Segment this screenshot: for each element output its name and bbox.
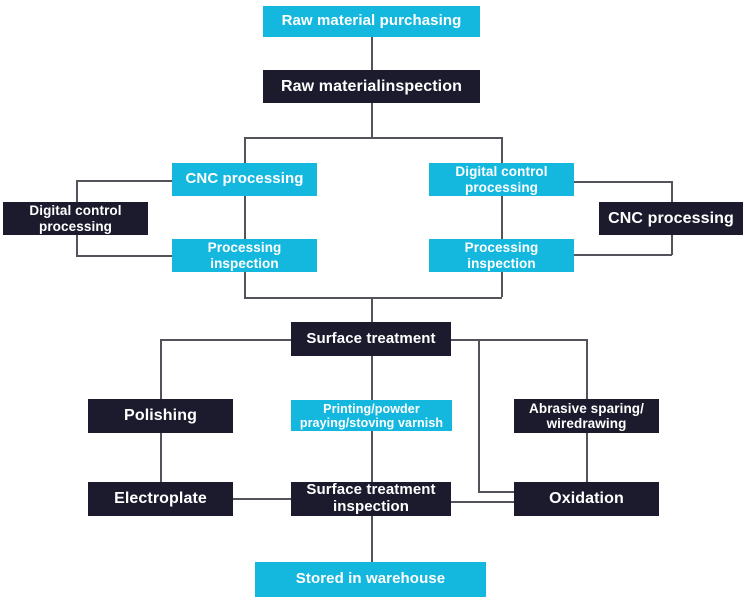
connector-line	[244, 137, 502, 139]
node-cnc-processing-right: CNC processing	[599, 202, 743, 235]
connector-line	[244, 272, 246, 297]
connector-line	[586, 433, 588, 482]
connector-line	[501, 196, 503, 239]
connector-line	[371, 431, 373, 482]
connector-line	[574, 254, 672, 256]
connector-line	[371, 356, 373, 400]
connector-line	[478, 491, 514, 493]
connector-line	[501, 137, 503, 163]
connector-line	[76, 180, 172, 182]
node-raw-material-purchasing: Raw material purchasing	[263, 6, 480, 37]
node-electroplate: Electroplate	[88, 482, 233, 516]
node-digital-control-processing-right: Digital control processing	[429, 163, 574, 196]
connector-line	[574, 181, 672, 183]
connector-line	[451, 339, 587, 341]
node-raw-material-inspection: Raw materialinspection	[263, 70, 480, 103]
node-surface-treatment: Surface treatment	[291, 322, 451, 356]
node-surface-treatment-inspection: Surface treatment inspection	[291, 481, 451, 516]
connector-line	[371, 103, 373, 137]
node-abrasive-sparing-wiredrawing: Abrasive sparing/ wiredrawing	[514, 399, 659, 433]
connector-line	[244, 297, 502, 299]
node-cnc-processing-left: CNC processing	[172, 163, 317, 196]
connector-line	[371, 297, 373, 322]
connector-line	[371, 37, 373, 70]
node-printing-powder-spraying-stoving-varnish: Printing/powder praying/stoving varnish	[291, 400, 452, 431]
node-digital-control-processing-left: Digital control processing	[3, 202, 148, 235]
connector-line	[586, 339, 588, 399]
connector-line	[478, 339, 480, 492]
connector-line	[371, 516, 373, 562]
connector-line	[244, 196, 246, 239]
connector-line	[233, 498, 291, 500]
connector-line	[76, 255, 172, 257]
node-processing-inspection-left: Processing inspection	[172, 239, 317, 272]
connector-line	[160, 339, 291, 341]
connector-line	[451, 501, 514, 503]
connector-line	[501, 272, 503, 297]
connector-line	[160, 339, 162, 399]
node-processing-inspection-right: Processing inspection	[429, 239, 574, 272]
node-polishing: Polishing	[88, 399, 233, 433]
node-stored-in-warehouse: Stored in warehouse	[255, 562, 486, 597]
connector-line	[160, 433, 162, 482]
connector-line	[244, 137, 246, 163]
node-oxidation: Oxidation	[514, 482, 659, 516]
